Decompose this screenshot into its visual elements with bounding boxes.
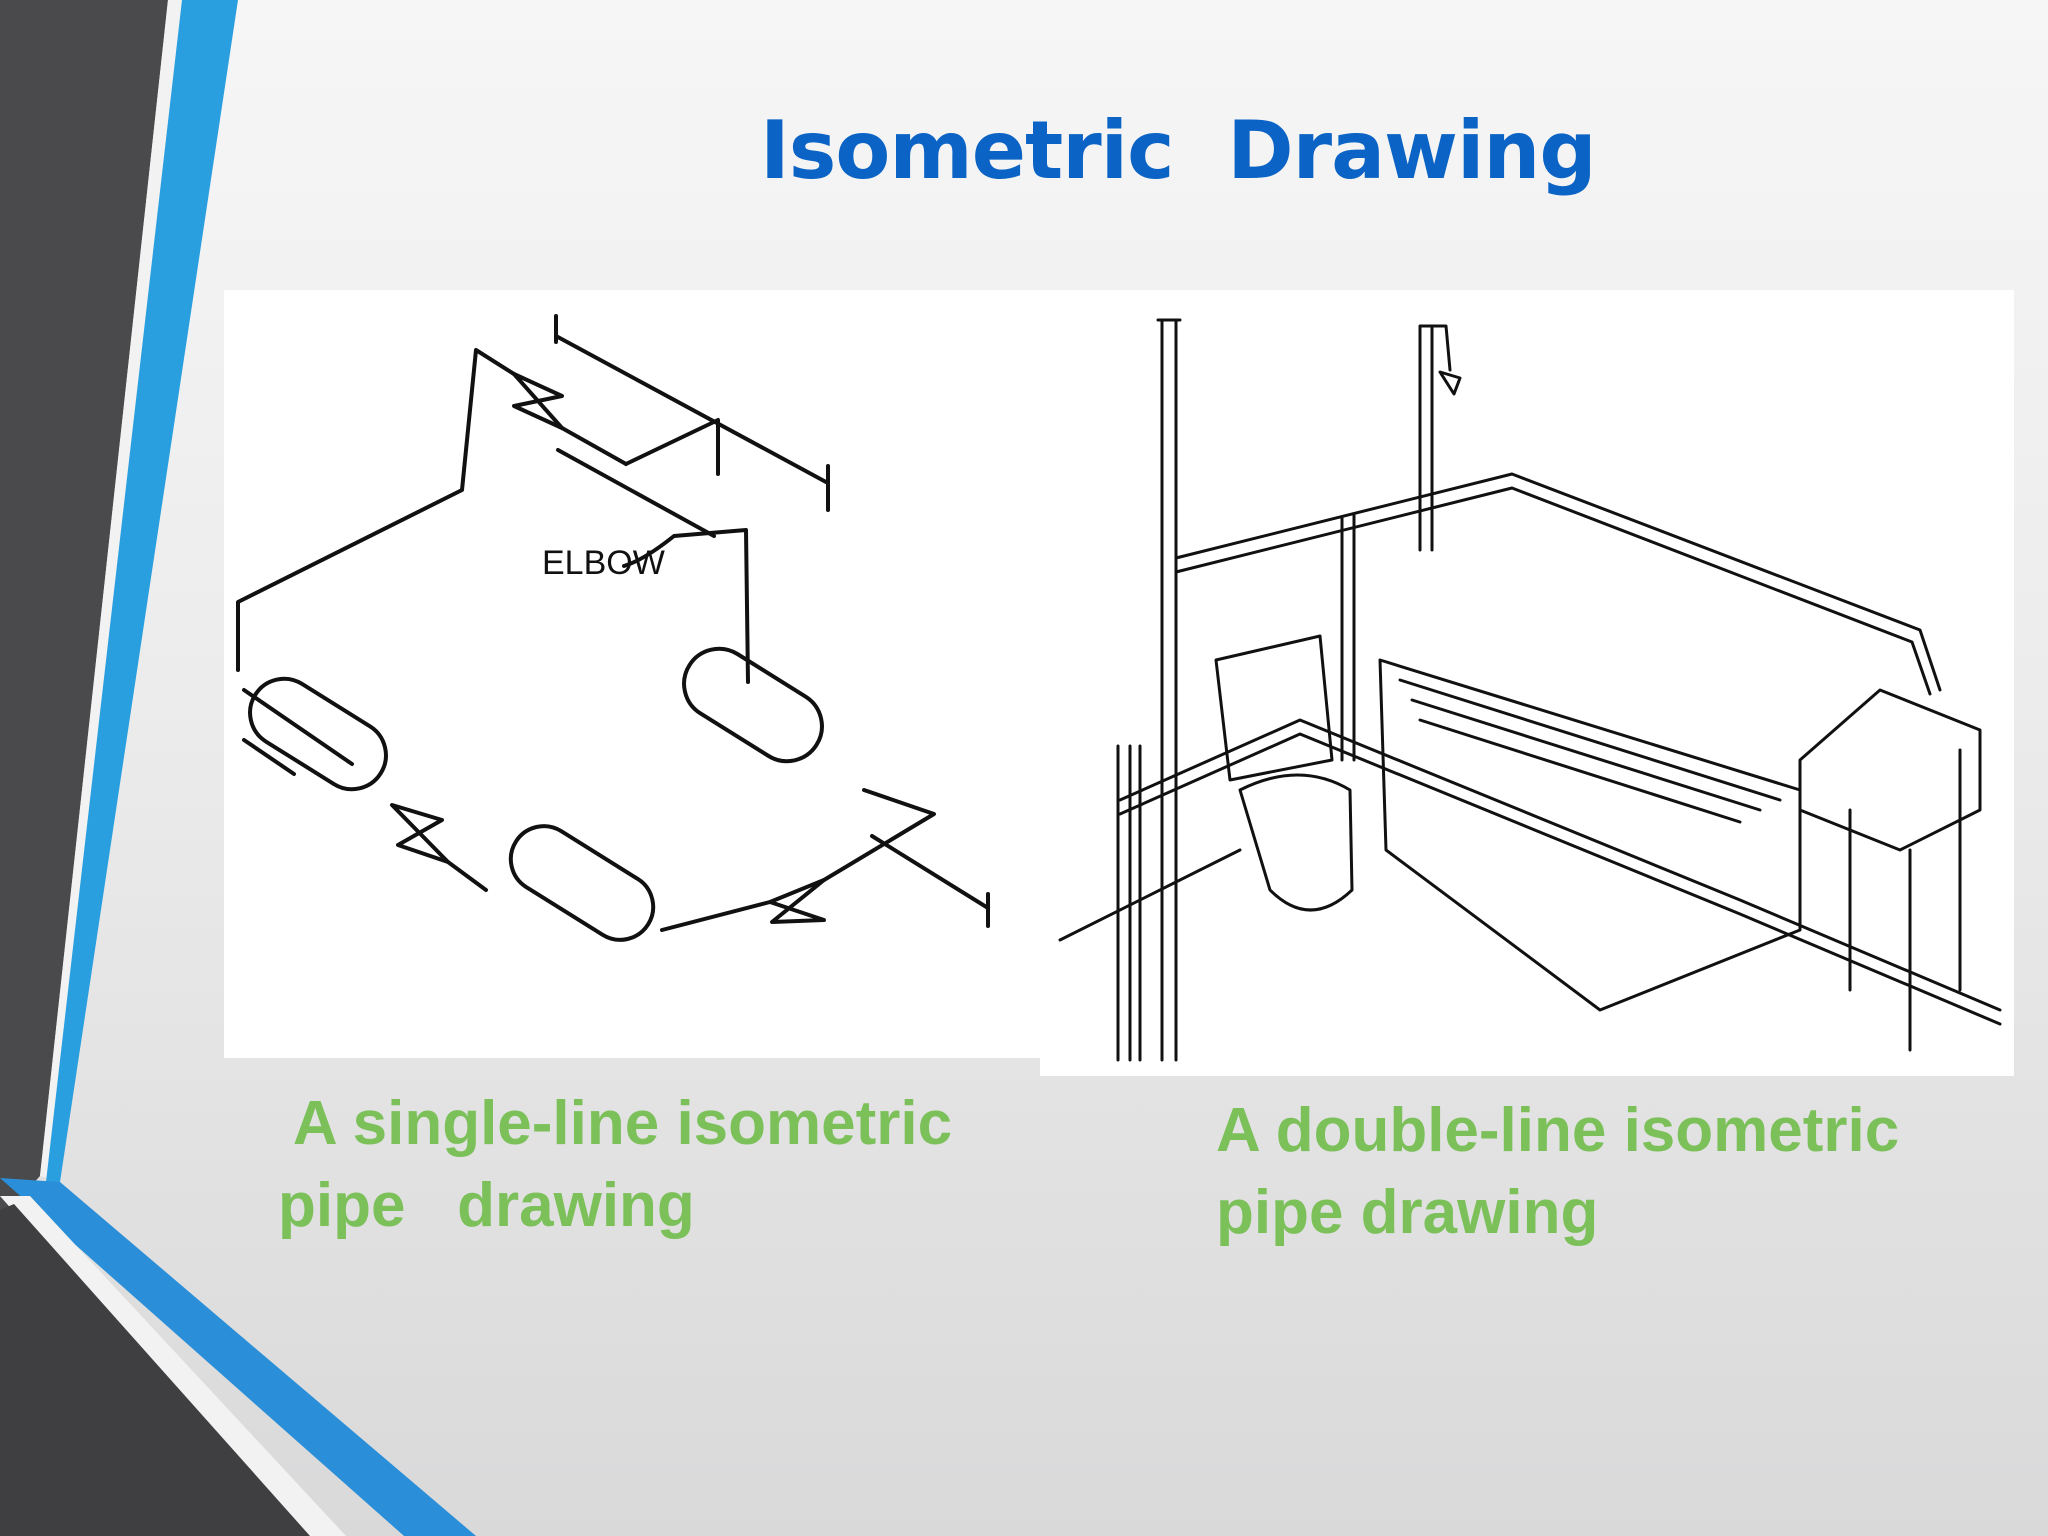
cylinder-bottom (508, 824, 656, 942)
bathtub-icon (1378, 658, 1802, 1012)
vertical-stack-pipe (1156, 318, 1182, 1062)
light-gap-stripe (40, 0, 182, 1180)
valve-top-icon (512, 372, 564, 430)
bathtub-rim-lines (1398, 678, 1782, 824)
pipe-top-branch (556, 448, 716, 538)
double-line-caption-line2: pipe drawing (1216, 1178, 1599, 1247)
pipe-right-return (822, 788, 936, 882)
shower-head-icon (1438, 370, 1462, 396)
dimension-line-top (554, 314, 830, 512)
drain-branch (1058, 848, 1242, 942)
sink-pipes (1848, 748, 1962, 1052)
double-line-caption-line1: A double-line isometric (1216, 1096, 1900, 1165)
vertical-supply-pipe (1340, 513, 1356, 762)
pipe-bottom-run (660, 900, 772, 932)
pipe-top-run (560, 426, 628, 466)
dark-bottom-stripe (0, 1204, 310, 1536)
sink-icon (1798, 688, 1982, 852)
shower-riser (1418, 324, 1452, 552)
light-bottom-stripe (0, 1196, 346, 1536)
vertical-drain-pipes (1116, 744, 1142, 1062)
single-line-caption-line1: A single-line isometric (278, 1089, 953, 1158)
slide-title: Isometric Drawing (760, 104, 1597, 197)
single-line-drawing-panel: ELBOW (224, 290, 1040, 1058)
blue-bottom-stripe (0, 1178, 476, 1536)
pipe-middle-run (446, 860, 488, 892)
pipe-left-stub (242, 688, 354, 776)
pipe-top-riser (624, 418, 720, 476)
double-line-drawing (1058, 318, 2002, 1062)
overhead-supply-pipe (1174, 472, 1942, 696)
dimension-line-bottom (870, 834, 990, 928)
double-line-caption: A double-line isometric pipe drawing (1216, 1090, 1899, 1254)
blue-top-stripe (46, 0, 238, 1182)
double-line-drawing-panel (1040, 290, 2014, 1076)
floor-drain-line (1118, 718, 2002, 1026)
elbow-label: ELBOW (542, 544, 665, 582)
single-line-caption-line2: pipe drawing (278, 1171, 695, 1240)
dark-top-stripe (0, 0, 168, 1220)
single-line-drawing: ELBOW (236, 314, 990, 942)
toilet-tank-icon (1214, 634, 1334, 782)
single-line-caption: A single-line isometric pipe drawing (278, 1083, 952, 1247)
elbow-leader (622, 528, 750, 684)
valve-bottom-icon (768, 878, 826, 924)
pipe-left-riser (236, 348, 516, 672)
toilet-bowl-icon (1238, 773, 1354, 912)
cylinder-top-right (682, 646, 824, 764)
valve-middle-icon (390, 803, 450, 864)
cylinder-left (248, 676, 388, 792)
